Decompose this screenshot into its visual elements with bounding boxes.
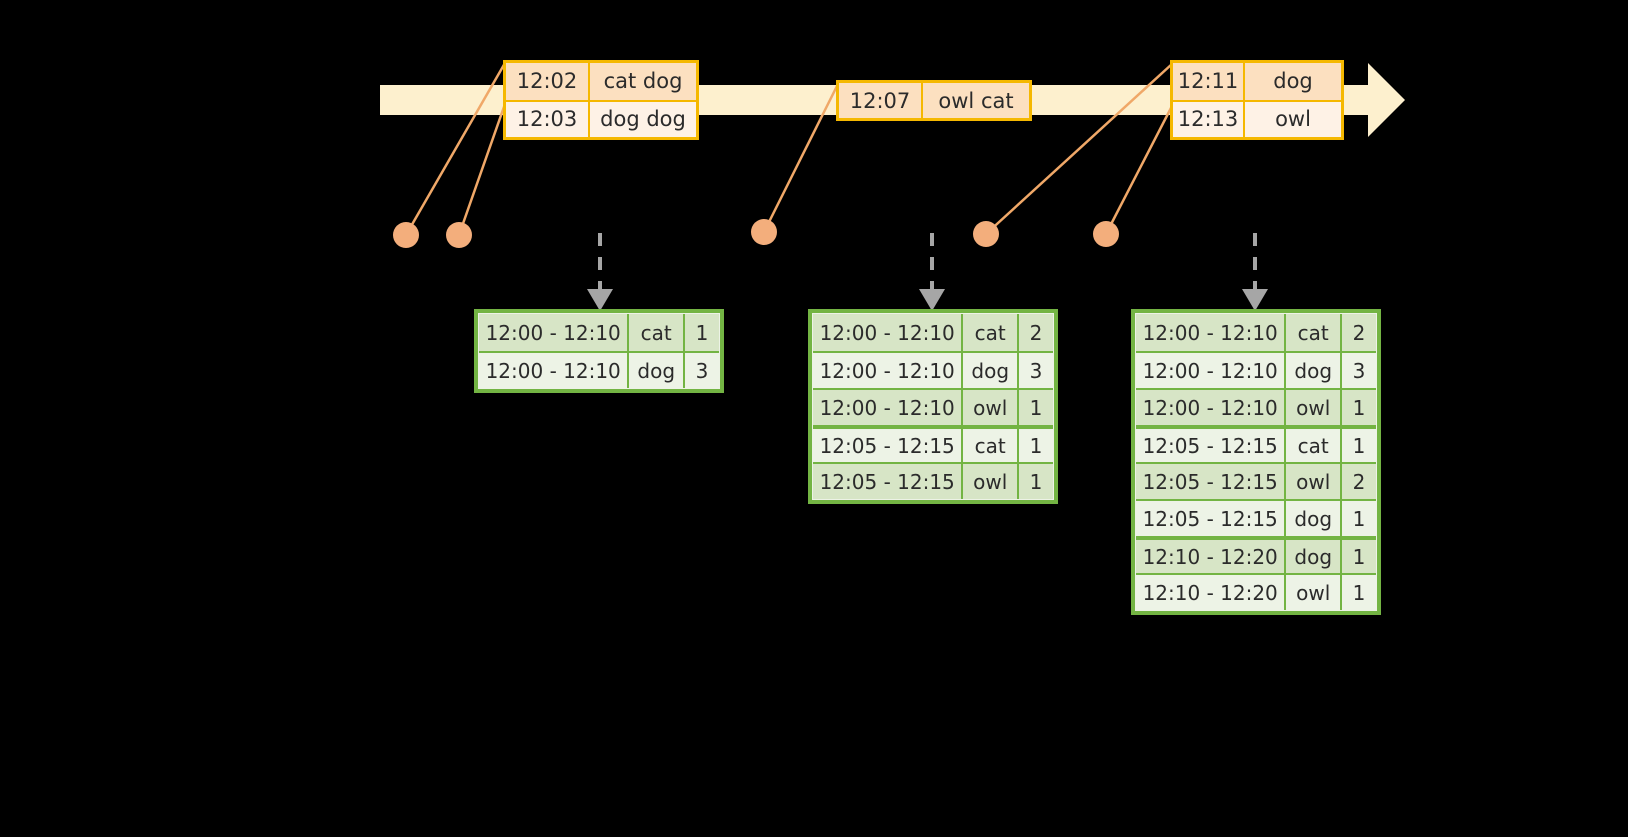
- cell-window: 12:10 - 12:20: [1136, 575, 1287, 610]
- connector-dot-1: [393, 222, 419, 248]
- table-row[interactable]: 12:05 - 12:15 cat 1: [813, 425, 1053, 462]
- event-box-3[interactable]: 12:11 dog 12:13 owl: [1170, 60, 1344, 140]
- event-time: 12:07: [839, 83, 923, 118]
- cell-count: 1: [1019, 390, 1053, 425]
- event-row[interactable]: 12:03 dog dog: [506, 99, 696, 137]
- table-row[interactable]: 12:05 - 12:15 cat 1: [1136, 425, 1376, 462]
- event-words: dog: [1245, 63, 1341, 100]
- cell-count: 1: [1342, 540, 1376, 573]
- connector-line-2: [457, 103, 507, 236]
- cell-window: 12:00 - 12:10: [1136, 390, 1287, 425]
- cell-count: 1: [1342, 575, 1376, 610]
- event-words: owl: [1245, 101, 1341, 137]
- cell-count: 3: [685, 353, 719, 388]
- cell-window: 12:00 - 12:10: [479, 314, 630, 351]
- table-row[interactable]: 12:00 - 12:10 owl 1: [1136, 388, 1376, 425]
- result-table-2[interactable]: 12:00 - 12:10 cat 2 12:00 - 12:10 dog 3 …: [808, 309, 1058, 504]
- cell-window: 12:00 - 12:10: [1136, 353, 1287, 388]
- cell-count: 3: [1019, 353, 1053, 388]
- cell-word: owl: [1286, 575, 1343, 610]
- table-row[interactable]: 12:00 - 12:10 cat 2: [813, 314, 1053, 351]
- cell-count: 3: [1342, 353, 1376, 388]
- table-row[interactable]: 12:10 - 12:20 dog 1: [1136, 536, 1376, 573]
- event-row[interactable]: 12:07 owl cat: [839, 83, 1029, 118]
- connector-dots: [393, 219, 1119, 248]
- cell-word: owl: [1286, 464, 1343, 499]
- cell-count: 1: [685, 314, 719, 351]
- table-row[interactable]: 12:00 - 12:10 dog 3: [479, 351, 719, 388]
- event-time: 12:13: [1173, 101, 1245, 137]
- event-words: dog dog: [590, 101, 696, 137]
- cell-count: 2: [1342, 464, 1376, 499]
- table-row[interactable]: 12:05 - 12:15 owl 2: [1136, 462, 1376, 499]
- event-words: cat dog: [590, 63, 696, 100]
- result-table-3[interactable]: 12:00 - 12:10 cat 2 12:00 - 12:10 dog 3 …: [1131, 309, 1381, 615]
- cell-count: 1: [1019, 464, 1053, 499]
- event-time: 12:03: [506, 101, 590, 137]
- cell-window: 12:05 - 12:15: [1136, 429, 1287, 462]
- table-row[interactable]: 12:00 - 12:10 dog 3: [813, 351, 1053, 388]
- cell-window: 12:05 - 12:15: [1136, 464, 1287, 499]
- cell-window: 12:00 - 12:10: [813, 353, 964, 388]
- down-arrow-2: [919, 233, 945, 311]
- cell-word: owl: [963, 464, 1020, 499]
- cell-window: 12:05 - 12:15: [1136, 501, 1287, 536]
- cell-word: cat: [1286, 314, 1343, 351]
- cell-window: 12:00 - 12:10: [813, 314, 964, 351]
- connector-line-3: [762, 83, 840, 233]
- table-row[interactable]: 12:00 - 12:10 cat 2: [1136, 314, 1376, 351]
- table-row[interactable]: 12:05 - 12:15 dog 1: [1136, 499, 1376, 536]
- cell-count: 2: [1019, 314, 1053, 351]
- event-box-2[interactable]: 12:07 owl cat: [836, 80, 1032, 121]
- cell-word: dog: [1286, 540, 1343, 573]
- event-time: 12:11: [1173, 63, 1245, 100]
- cell-count: 1: [1342, 429, 1376, 462]
- connector-dot-2: [446, 222, 472, 248]
- table-row[interactable]: 12:05 - 12:15 owl 1: [813, 462, 1053, 499]
- cell-word: cat: [963, 429, 1020, 462]
- cell-word: owl: [963, 390, 1020, 425]
- table-row[interactable]: 12:00 - 12:10 dog 3: [1136, 351, 1376, 388]
- connector-dot-3: [751, 219, 777, 245]
- table-row[interactable]: 12:00 - 12:10 cat 1: [479, 314, 719, 351]
- event-words: owl cat: [923, 83, 1029, 118]
- cell-count: 1: [1019, 429, 1053, 462]
- cell-word: dog: [1286, 501, 1343, 536]
- connector-line-1: [404, 62, 507, 236]
- cell-window: 12:05 - 12:15: [813, 464, 964, 499]
- cell-count: 1: [1342, 390, 1376, 425]
- connector-dot-5: [1093, 221, 1119, 247]
- cell-window: 12:05 - 12:15: [813, 429, 964, 462]
- cell-window: 12:00 - 12:10: [1136, 314, 1287, 351]
- event-box-1[interactable]: 12:02 cat dog 12:03 dog dog: [503, 60, 699, 140]
- cell-window: 12:10 - 12:20: [1136, 540, 1287, 573]
- cell-word: cat: [629, 314, 686, 351]
- cell-count: 2: [1342, 314, 1376, 351]
- cell-word: cat: [963, 314, 1020, 351]
- connector-line-5: [1104, 105, 1174, 235]
- cell-window: 12:00 - 12:10: [479, 353, 630, 388]
- connector-dot-4: [973, 221, 999, 247]
- event-row[interactable]: 12:11 dog: [1173, 63, 1341, 100]
- down-arrow-1: [587, 233, 613, 311]
- down-arrows: [587, 233, 1268, 311]
- cell-word: dog: [963, 353, 1020, 388]
- table-row[interactable]: 12:10 - 12:20 owl 1: [1136, 573, 1376, 610]
- cell-word: cat: [1286, 429, 1343, 462]
- down-arrow-3: [1242, 233, 1268, 311]
- event-time: 12:02: [506, 63, 590, 100]
- event-row[interactable]: 12:13 owl: [1173, 99, 1341, 137]
- table-row[interactable]: 12:00 - 12:10 owl 1: [813, 388, 1053, 425]
- cell-word: owl: [1286, 390, 1343, 425]
- result-table-1[interactable]: 12:00 - 12:10 cat 1 12:00 - 12:10 dog 3: [474, 309, 724, 393]
- cell-word: dog: [1286, 353, 1343, 388]
- cell-word: dog: [629, 353, 686, 388]
- cell-count: 1: [1342, 501, 1376, 536]
- event-row[interactable]: 12:02 cat dog: [506, 63, 696, 100]
- cell-window: 12:00 - 12:10: [813, 390, 964, 425]
